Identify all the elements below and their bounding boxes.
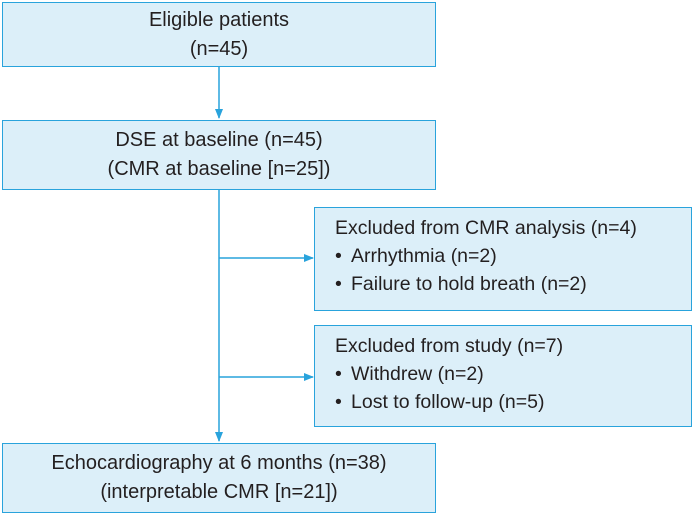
excluded-study-title: Excluded from study (n=7) bbox=[335, 335, 564, 357]
bullet-icon: • bbox=[335, 245, 342, 267]
bullet-icon: • bbox=[335, 391, 342, 413]
followup-cmr-label: (interpretable CMR [n=21]) bbox=[100, 481, 338, 503]
bullet-icon: • bbox=[335, 363, 342, 385]
eligible-patients-count: (n=45) bbox=[189, 37, 249, 60]
excluded-study-item: • Lost to follow-up (n=5) bbox=[335, 388, 691, 416]
excluded-cmr-title: Excluded from CMR analysis (n=4) bbox=[335, 217, 637, 239]
baseline-dse-label: DSE at baseline (n=45) bbox=[115, 129, 323, 151]
excluded-study-item-label: Lost to follow-up (n=5) bbox=[351, 391, 545, 413]
excluded-cmr-item-label: Arrhythmia (n=2) bbox=[351, 245, 497, 267]
excluded-cmr-item: • Failure to hold breath (n=2) bbox=[335, 270, 691, 298]
excluded-cmr-item: • Arrhythmia (n=2) bbox=[335, 242, 691, 270]
baseline-cmr-label: (CMR at baseline [n=25]) bbox=[107, 158, 331, 180]
followup-echo-label: Echocardiography at 6 months (n=38) bbox=[51, 452, 387, 474]
followup-box: Echocardiography at 6 months (n=38) (int… bbox=[2, 443, 436, 513]
excluded-study-item-label: Withdrew (n=2) bbox=[351, 363, 484, 385]
baseline-box: DSE at baseline (n=45) (CMR at baseline … bbox=[2, 120, 436, 190]
bullet-icon: • bbox=[335, 273, 342, 295]
excluded-cmr-item-label: Failure to hold breath (n=2) bbox=[351, 273, 587, 295]
eligible-patients-box: Eligible patients (n=45) bbox=[2, 2, 436, 67]
excluded-cmr-box: Excluded from CMR analysis (n=4) • Arrhyt… bbox=[314, 207, 692, 311]
excluded-study-item: • Withdrew (n=2) bbox=[335, 360, 691, 388]
excluded-study-box: Excluded from study (n=7) • Withdrew (n=2… bbox=[314, 325, 692, 427]
eligible-patients-label: Eligible patients bbox=[148, 8, 290, 31]
